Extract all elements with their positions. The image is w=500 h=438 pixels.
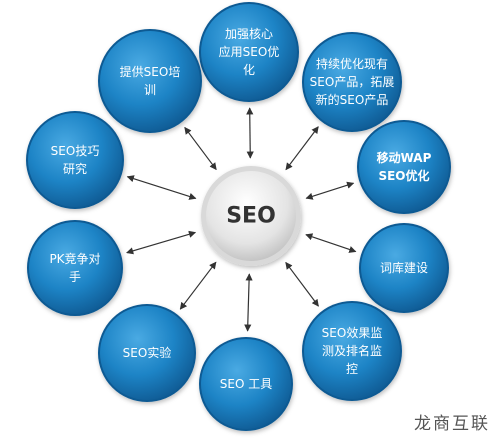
watermark: 龙商互联 — [414, 414, 490, 434]
node-circle-mobile-wap — [359, 122, 449, 212]
node-mobile-wap — [357, 120, 451, 214]
arrow-effect-monitor — [285, 261, 319, 307]
node-pk-competitor — [27, 220, 123, 316]
arrow-continuous-optimize — [285, 126, 319, 171]
arrow-seo-tools — [244, 273, 253, 332]
node-circle-seo-experiment — [100, 306, 194, 400]
node-circle-continuous-optimize — [304, 34, 400, 130]
node-circle-keyword-library — [361, 225, 447, 311]
node-circle-enhance-core — [201, 4, 297, 100]
arrow-pk-competitor — [126, 230, 197, 255]
node-continuous-optimize — [302, 32, 402, 132]
node-seo-training — [98, 29, 202, 133]
center-node — [201, 166, 301, 266]
node-circle-pk-competitor — [29, 222, 121, 314]
arrow-seo-research — [126, 175, 197, 200]
node-seo-research — [26, 111, 124, 209]
arrow-mobile-wap — [305, 181, 355, 200]
node-circle-seo-training — [100, 31, 200, 131]
node-keyword-library — [359, 223, 449, 313]
center-label: SEO — [226, 203, 276, 229]
node-seo-tools — [199, 337, 293, 431]
arrow-seo-experiment — [179, 261, 217, 310]
node-effect-monitor — [302, 301, 402, 401]
arrow-keyword-library — [305, 233, 357, 253]
arrow-enhance-core — [246, 107, 254, 159]
node-circle-seo-research — [28, 113, 122, 207]
node-seo-experiment — [98, 304, 196, 402]
node-enhance-core — [199, 2, 299, 102]
node-circle-effect-monitor — [304, 303, 400, 399]
arrow-seo-training — [184, 126, 217, 171]
center-circle — [206, 171, 296, 261]
node-circle-seo-tools — [201, 339, 291, 429]
